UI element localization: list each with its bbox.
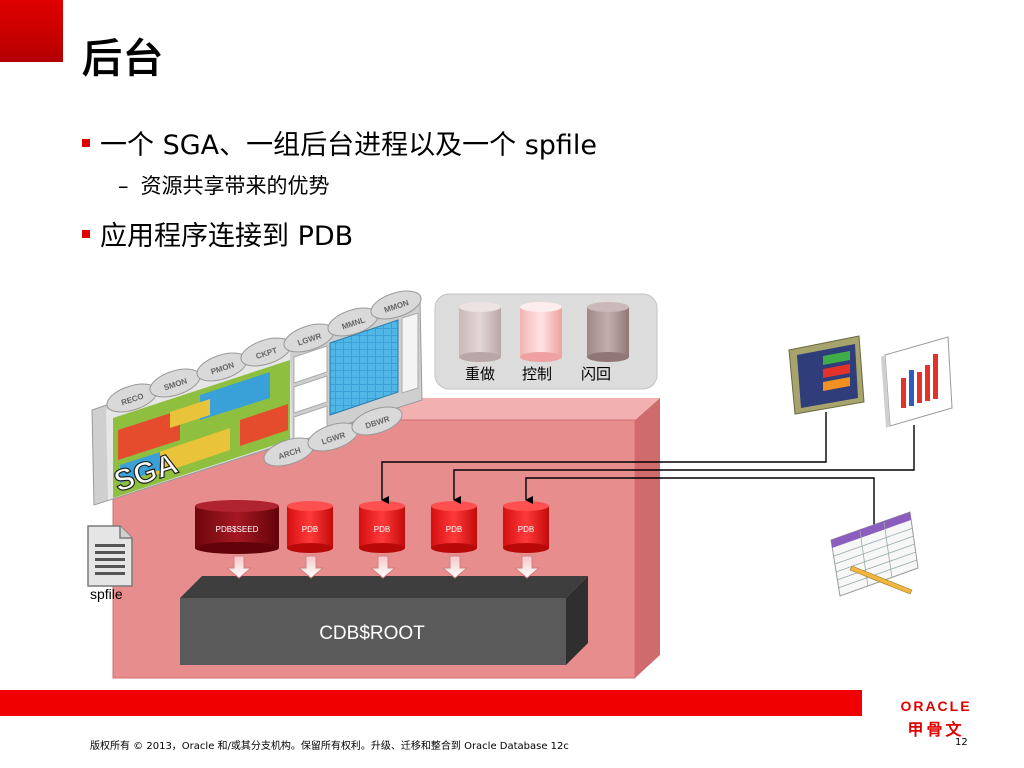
process-oval: MMNL [327,307,379,337]
process-oval: DBWR [351,406,403,436]
process-oval: RECO [106,383,158,413]
pdb-seed-label: PDB$SEED [216,525,259,534]
oracle-logo-text: ORACLE [900,698,972,714]
control-file-cylinder [520,302,562,362]
pdb-label: PDB [302,525,318,534]
application-chart-icon [881,336,953,428]
bullet-marker [82,229,90,238]
slide-title: 后台 [82,36,164,82]
oracle-logo-chinese: 甲骨文 [907,722,965,739]
pdb-cylinder: PDB [287,501,333,553]
footer-red-bar [0,690,1024,716]
pdb-seed-cylinder: PDB$SEED [195,500,279,554]
bullet-1: 一个 SGA、一组后台进程以及一个 spfile [82,123,597,162]
background-processes: RECO SMON PMON CKPT LGWR MMNL MMON ARCH … [106,290,422,467]
redo-log-cylinder [459,302,501,362]
bullet-1-text: 一个 SGA、一组后台进程以及一个 spfile [100,130,598,161]
redo-label: 重做 [465,365,495,383]
architecture-diagram: SGA RECO SMON PMON CKPT LGWR MMNL MMON A… [87,210,953,679]
footer-copyright: 版权所有 © 2013，Oracle 和/或其分支机构。保留所有权利。升级、迁移… [90,741,569,752]
bullet-2: 应用程序连接到 PDB [82,214,353,253]
process-oval: ARCH [263,437,315,467]
process-oval: LGWR [283,323,335,353]
process-oval: LGWR [307,422,359,452]
flashback-label: 闪回 [581,365,611,383]
corner-accent [0,0,63,62]
oracle-logo: ORACLE 甲骨文 [886,698,986,740]
pdb-label: PDB [446,525,462,534]
pdb-cylinder: PDB [359,501,405,553]
process-oval: PMON [196,352,248,382]
sub-bullet-1: –资源共享带来的优势 [118,170,330,200]
control-label: 控制 [522,365,552,383]
bullet-marker [82,138,90,147]
sub-bullet-1-text: 资源共享带来的优势 [140,174,330,198]
sga-panel: SGA [91,297,423,506]
process-oval: SMON [149,368,201,398]
application-form-icon [788,210,865,415]
pdb-plug-arrows [225,555,541,579]
dash-marker: – [118,174,129,198]
database-files-panel: 重做 控制 闪回 [434,293,658,390]
pdb-label: PDB [374,525,390,534]
pdb-cylinder: PDB [431,501,477,553]
sga-buffer-cache [113,360,290,498]
process-oval: CKPT [240,337,292,367]
spfile-document-icon [87,525,133,587]
flashback-cylinder [587,302,629,362]
pdb-label: PDB [518,525,534,534]
cdb-root-label: CDB$ROOT [319,623,425,644]
bullet-2-text: 应用程序连接到 PDB [100,221,354,252]
application-spreadsheet-icon [830,511,919,597]
page-number: 12 [955,737,968,748]
logo-background [862,690,1024,738]
application-connectors [381,412,915,530]
pdb-cylinder: PDB [503,501,549,553]
cdb-root-block: CDB$ROOT [180,576,588,665]
spfile-label: spfile [90,586,123,602]
process-oval: MMON [370,290,422,320]
